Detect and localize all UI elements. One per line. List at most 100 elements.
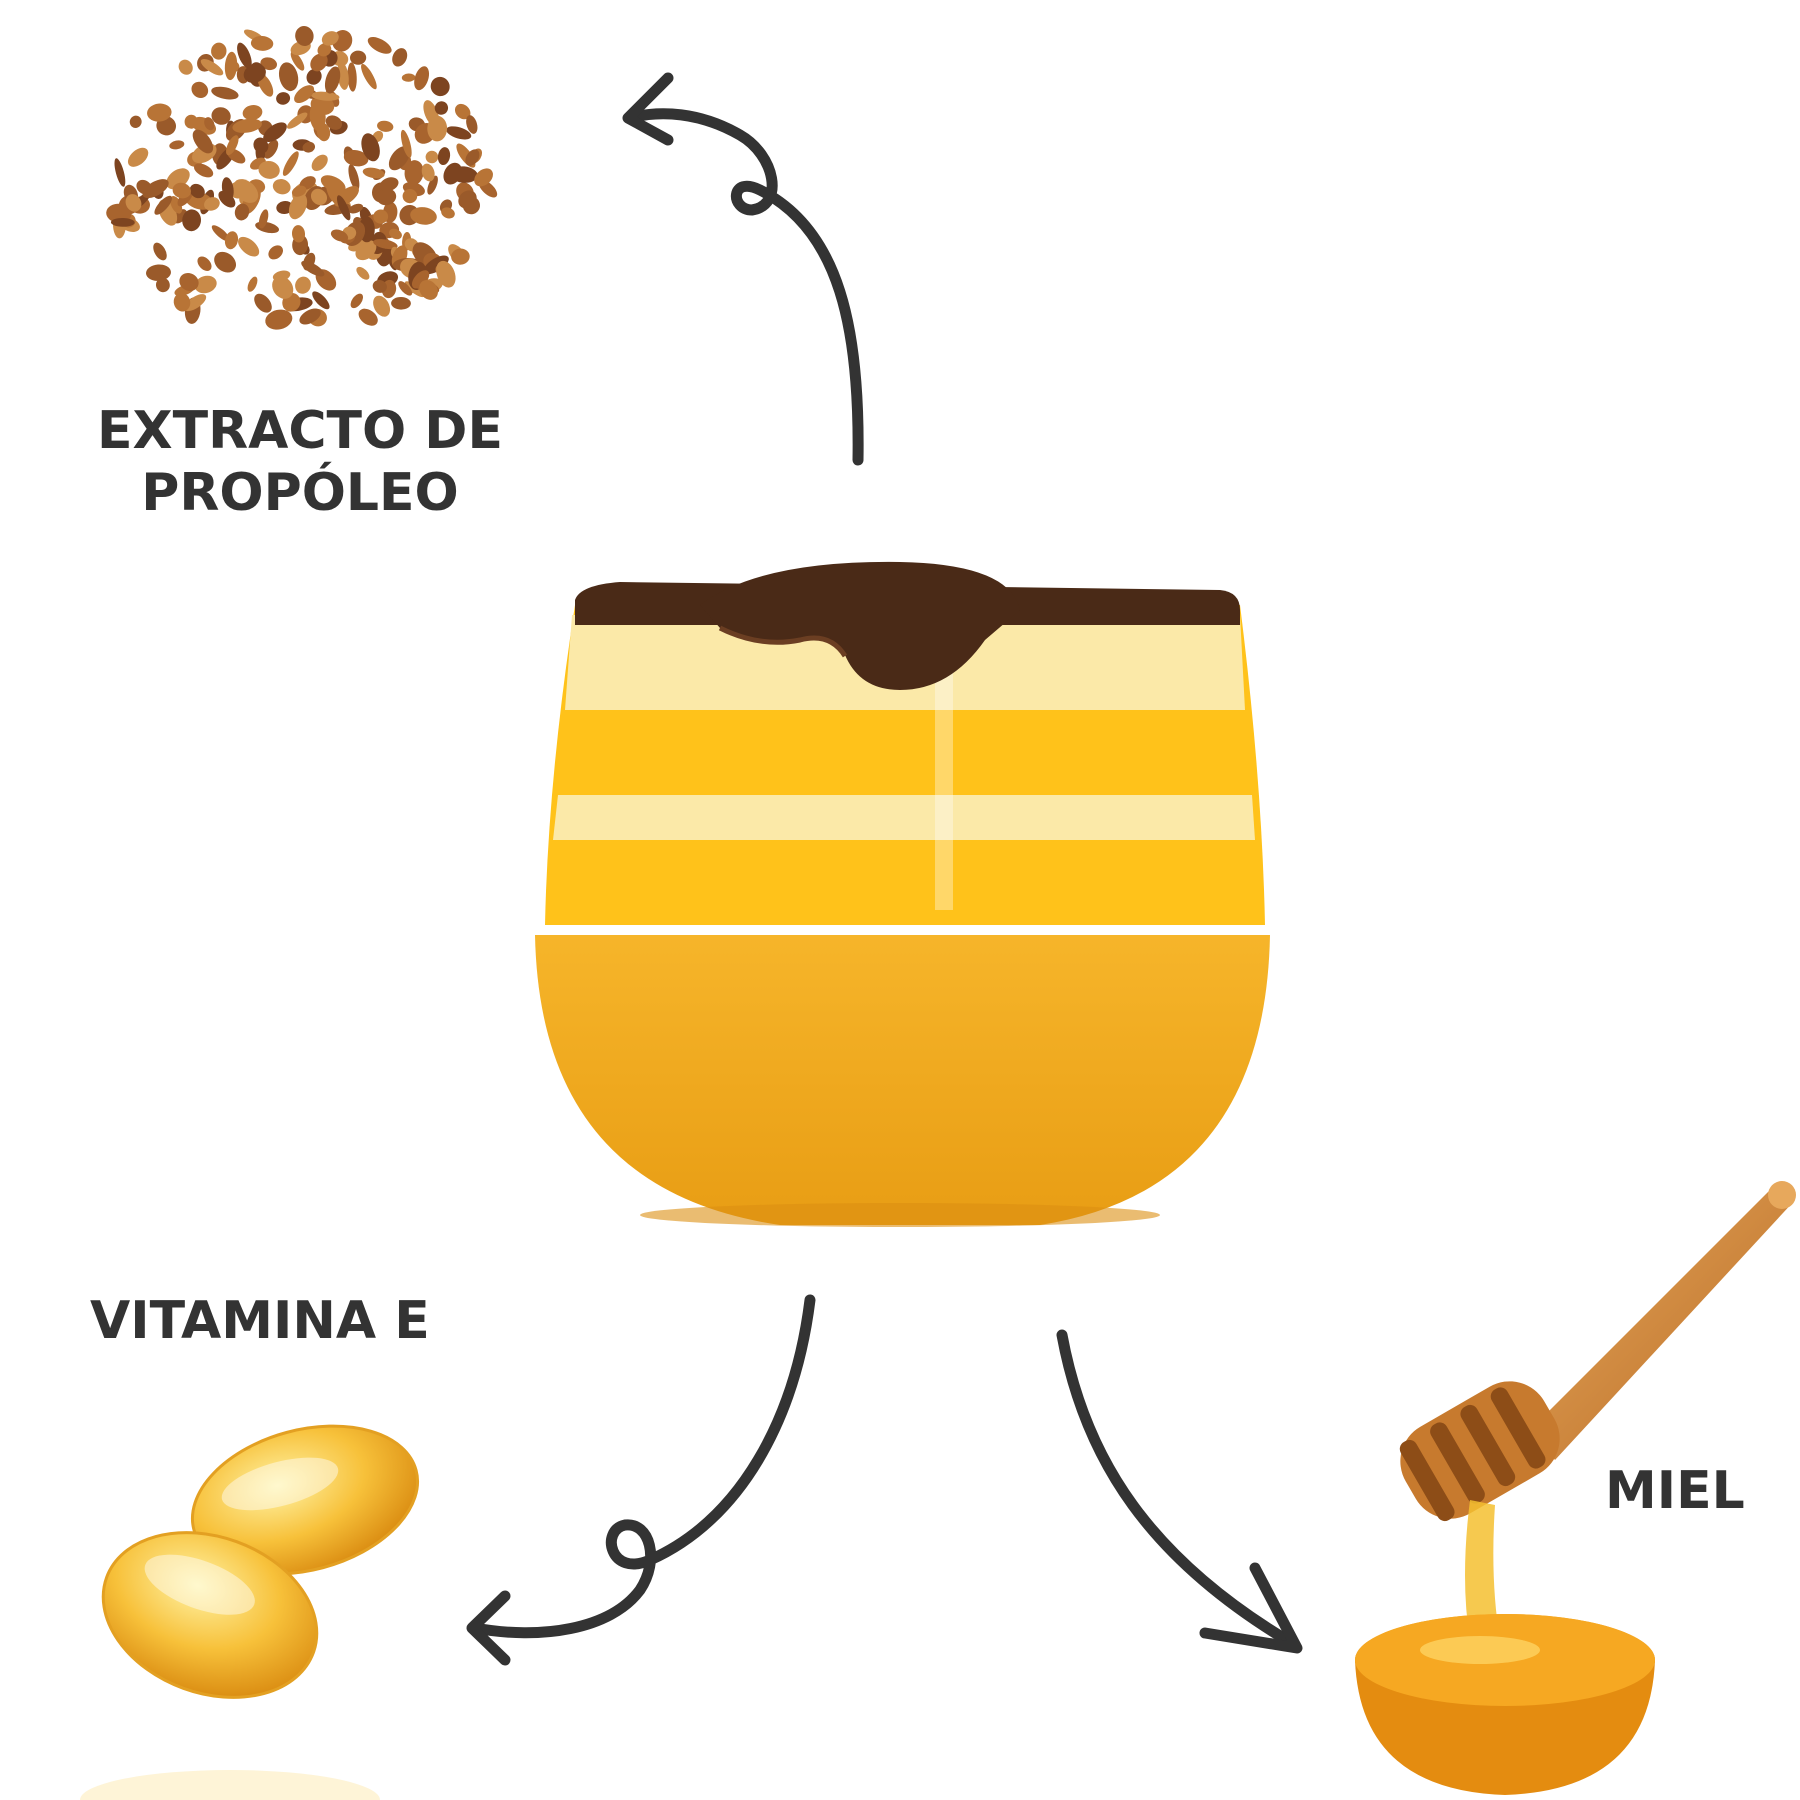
propolis-granule: [302, 252, 316, 271]
propolis-granule: [291, 225, 306, 243]
propolis-granule: [191, 81, 209, 98]
propolis-granule: [441, 207, 455, 219]
propolis-granule: [348, 164, 360, 191]
propolis-granule: [295, 26, 314, 46]
propolis-granule: [172, 182, 192, 199]
propolis-granule: [194, 275, 217, 294]
propolis-granule: [110, 217, 135, 227]
propolis-granule: [427, 115, 448, 142]
vitamin-e-capsules-icon: [80, 1424, 420, 1800]
propolis-granule: [147, 103, 172, 122]
propolis-granule: [449, 166, 478, 183]
propolis-granule: [288, 193, 308, 220]
propolis-granule: [419, 279, 438, 300]
propolis-granule: [474, 168, 493, 187]
propolis-granule: [401, 73, 416, 82]
propolis-granule: [414, 66, 430, 91]
propolis-granule: [294, 85, 315, 104]
propolis-granule: [254, 293, 272, 313]
propolis-granule: [154, 195, 172, 215]
propolis-granule: [243, 63, 266, 83]
propolis-granule: [272, 179, 291, 195]
propolis-granule: [204, 197, 220, 211]
propolis-granule: [282, 151, 299, 176]
propolis-granule: [127, 147, 149, 167]
propolis-granule: [361, 63, 377, 90]
propolis-granule: [404, 160, 424, 186]
propolis-granule: [434, 101, 449, 115]
propolis-granule: [400, 129, 412, 158]
propolis-granule: [178, 59, 193, 75]
propolis-granule: [234, 203, 250, 221]
propolis-granule: [272, 276, 294, 299]
propolis-granule: [373, 239, 398, 250]
propolis-granule: [200, 59, 224, 76]
propolis-granule: [291, 185, 307, 197]
propolis-granule: [169, 140, 185, 150]
propolis-granule: [376, 188, 397, 206]
propolis-granule: [238, 236, 260, 257]
propolis-granule: [253, 137, 269, 154]
propolis-granule: [153, 242, 167, 261]
propolis-granule: [221, 177, 234, 201]
propolis-granule: [179, 273, 199, 291]
propolis-granule: [373, 209, 389, 224]
propolis-granule: [446, 126, 472, 140]
label-propoleo-line2: PROPÓLEO: [141, 463, 459, 524]
propolis-granule: [129, 115, 142, 128]
propolis-granule: [125, 194, 142, 212]
propolis-granule: [317, 43, 332, 57]
propolis-granule: [278, 62, 299, 92]
propolis-granule: [233, 179, 259, 203]
propolis-granule: [258, 209, 269, 229]
arrow-to-honey: [1056, 1329, 1303, 1654]
propolis-granule: [204, 117, 215, 131]
propolis-granule: [226, 135, 239, 156]
propolis-granule: [388, 146, 410, 171]
propolis-granule: [350, 50, 367, 65]
propolis-granule: [237, 42, 252, 69]
propolis-granule: [379, 177, 399, 192]
propolis-granule: [310, 188, 328, 205]
propolis-granule: [330, 229, 349, 242]
propolis-granule: [466, 115, 478, 134]
propolis-granule: [189, 183, 205, 199]
propolis-granule: [276, 92, 291, 105]
propolis-granule: [214, 251, 237, 273]
propolis-granule: [310, 53, 328, 72]
propolis-granule: [184, 294, 207, 312]
propolis-granule: [325, 115, 343, 130]
propolis-granule: [347, 62, 357, 92]
propolis-granule: [372, 279, 387, 293]
propolis-granule: [392, 48, 408, 67]
propolis-granule: [114, 158, 126, 187]
propolis-granule: [367, 37, 392, 54]
propolis-granule: [427, 175, 438, 195]
propolis-granule: [362, 167, 385, 179]
propolis-granule: [211, 107, 231, 125]
propolis-granule: [265, 309, 293, 330]
label-miel: MIEL: [1605, 1461, 1745, 1521]
label-extracto-de-propoleo: EXTRACTO DE PROPÓLEO: [80, 400, 520, 525]
propolis-granule: [437, 147, 451, 166]
propolis-granule: [310, 91, 340, 101]
propolis-granule: [211, 225, 230, 242]
lip-balm-jar-icon: [535, 561, 1270, 1227]
propolis-granule: [320, 175, 346, 193]
propolis-granule: [295, 276, 311, 294]
propolis-granule: [465, 149, 480, 166]
propolis-granule: [321, 31, 339, 46]
propolis-granule: [224, 231, 239, 250]
propolis-granule: [306, 68, 322, 85]
propolis-granule: [336, 195, 351, 221]
propolis-granule: [184, 114, 198, 129]
propolis-granule: [211, 86, 239, 100]
propolis-granule: [197, 256, 212, 271]
propolis-granule: [391, 296, 411, 310]
propolis-granule: [348, 203, 364, 214]
propolis-granule: [454, 103, 471, 120]
propolis-granule: [373, 295, 391, 317]
propolis-granule: [263, 139, 279, 159]
propolis-granule: [260, 57, 277, 71]
